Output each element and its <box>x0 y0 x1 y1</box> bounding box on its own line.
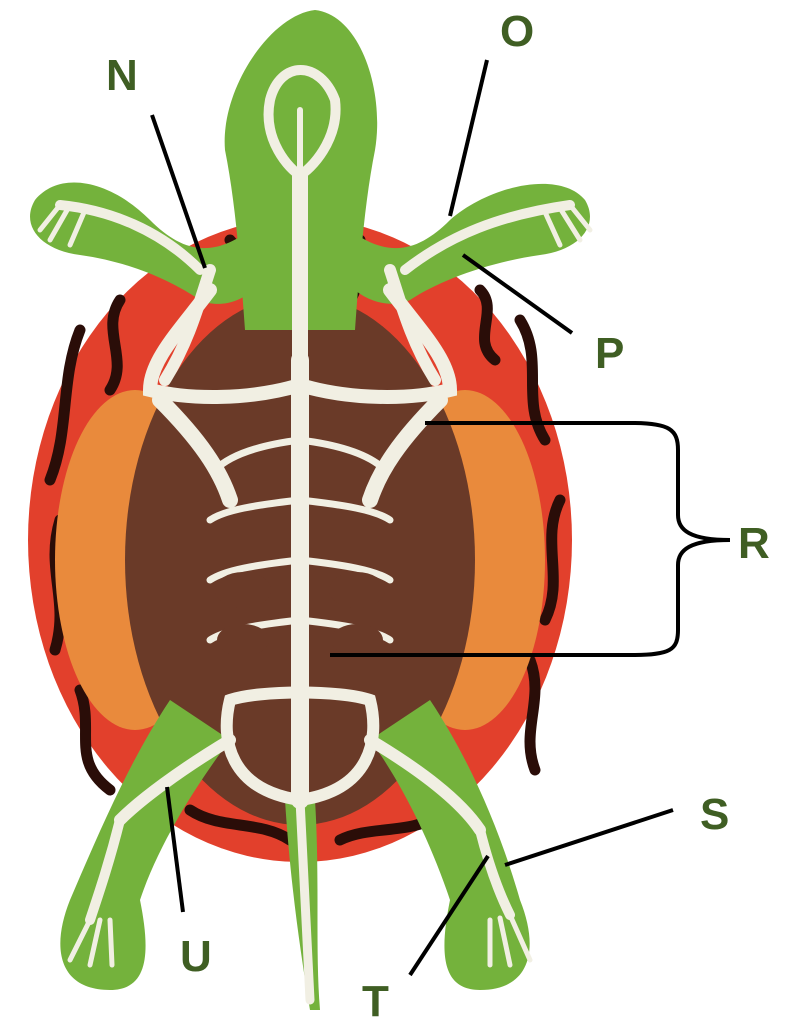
label-O: O <box>500 10 534 54</box>
label-P: P <box>595 332 624 376</box>
label-R: R <box>738 522 770 566</box>
label-U: U <box>180 935 212 979</box>
leader-S <box>505 810 673 865</box>
label-S: S <box>700 793 729 837</box>
label-T: T <box>362 980 389 1022</box>
leader-O <box>450 60 487 216</box>
label-N: N <box>106 54 138 98</box>
bracket-R <box>632 423 730 655</box>
